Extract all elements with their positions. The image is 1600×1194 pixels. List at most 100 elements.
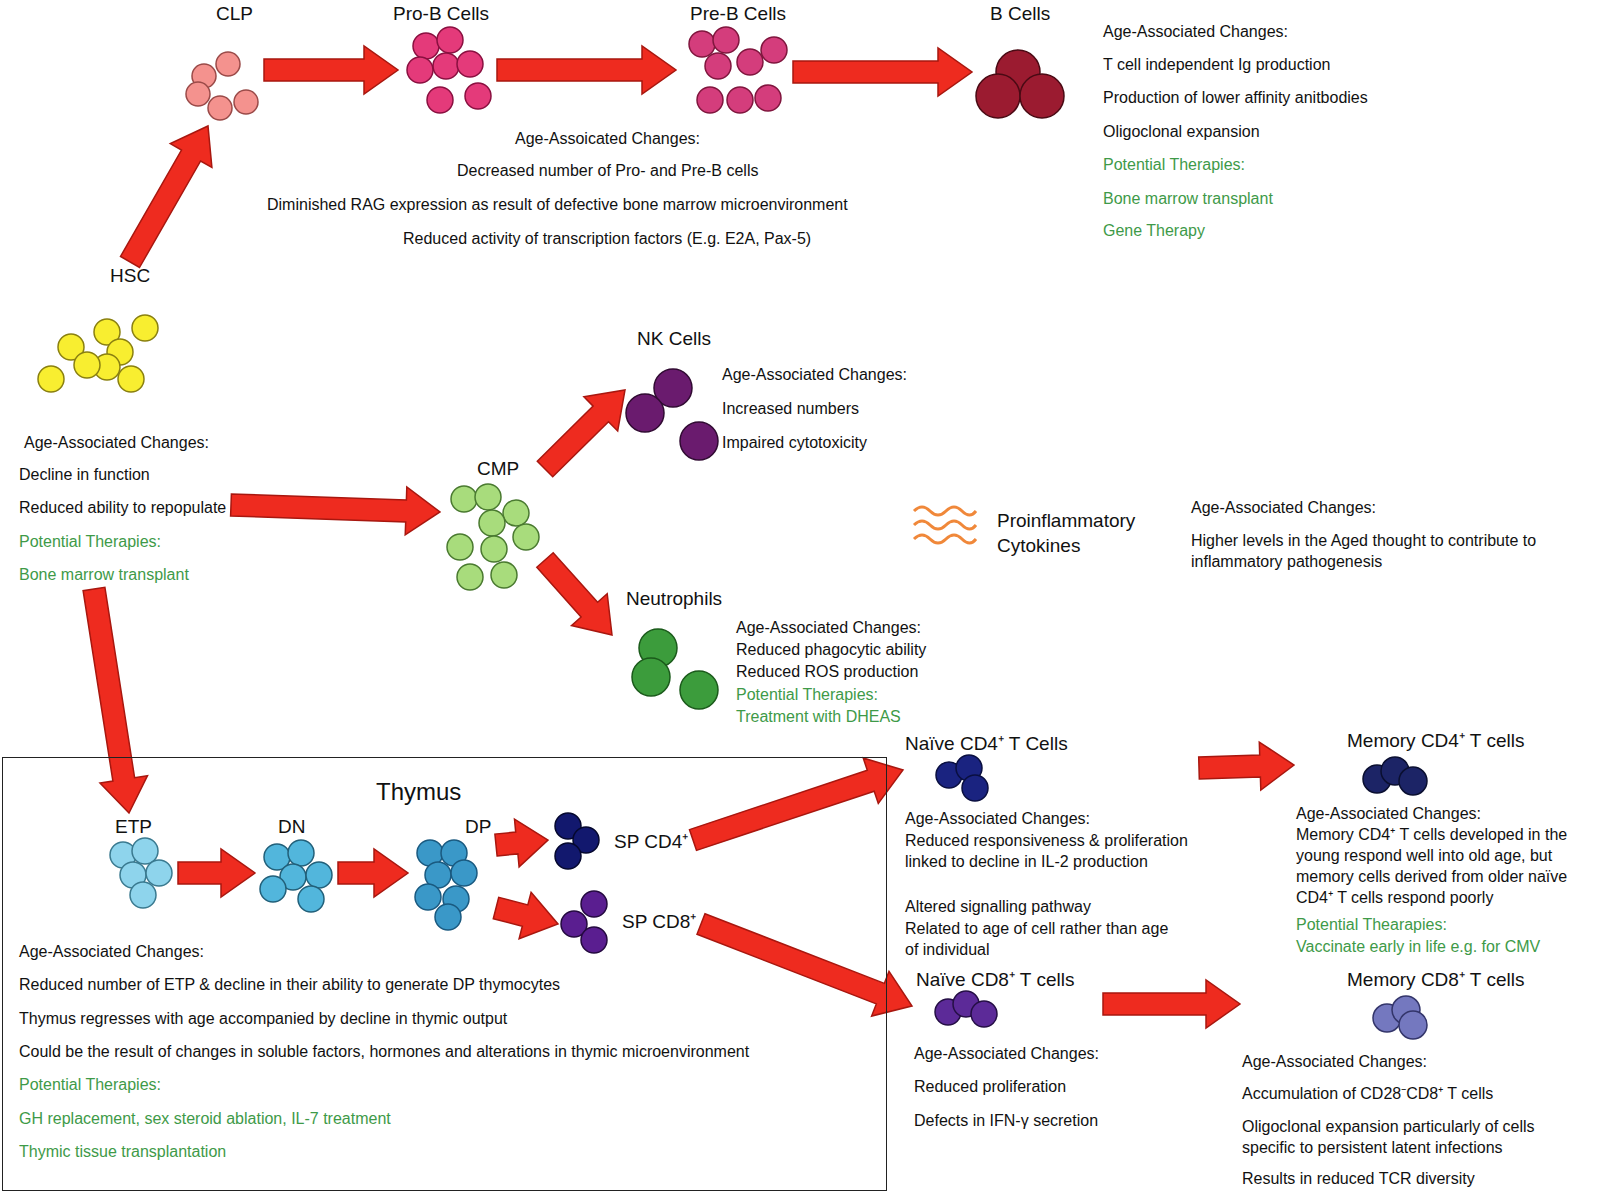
- cell: [130, 882, 156, 908]
- annotation-text: Age-Associated Changes:: [19, 941, 204, 962]
- annotation-text: Defects in IFN-γ secretion: [914, 1110, 1098, 1131]
- cytokine-wave: [914, 507, 976, 515]
- block-arrow: [697, 914, 912, 1016]
- annotation-text: Memory CD4⁺ T cells developed in the you…: [1296, 824, 1586, 908]
- cell: [288, 840, 314, 866]
- node-title: Neutrophils: [626, 587, 722, 611]
- annotation-text: Reduced responsiveness & proliferation l…: [905, 830, 1195, 872]
- cell-group: Pro-B Cells: [398, 0, 497, 119]
- cell: [146, 860, 172, 886]
- block-arrow: [537, 553, 612, 635]
- annotation-text: T cell independent Ig production: [1103, 54, 1330, 75]
- cell: [415, 884, 441, 910]
- annotation-text: Potential Thearapies:: [1296, 914, 1447, 935]
- cell: [761, 37, 787, 63]
- cell: [689, 31, 715, 57]
- cytokine-wave: [914, 521, 976, 529]
- annotation-text: Bone marrow transplant: [19, 564, 189, 585]
- cell: [407, 57, 433, 83]
- cell: [306, 862, 332, 888]
- organ-box: ThymusAge-Associated Changes:Reduced num…: [2, 757, 887, 1191]
- cell-cluster: [548, 810, 601, 871]
- annotation-text: Reduced ability to repopulate: [19, 497, 226, 518]
- node-title: SP CD4⁺: [614, 830, 688, 854]
- node-title: CLP: [216, 2, 253, 26]
- cell: [491, 562, 517, 588]
- annotation-text: Reduced proliferation: [914, 1076, 1066, 1097]
- cytokine-icon: [914, 507, 976, 543]
- cell: [727, 87, 753, 113]
- block-arrow: [1103, 980, 1240, 1028]
- annotation-text: Reduced number of ETP & decline in their…: [19, 974, 560, 995]
- cell-group: Naïve CD8⁺ T cellsAge-Associated Changes…: [912, 966, 1103, 1135]
- cell: [186, 82, 210, 106]
- cell: [755, 85, 781, 111]
- cell: [457, 564, 483, 590]
- annotation-text: Altered signalling pathway: [905, 896, 1091, 917]
- annotation-text: Treatment with DHEAS: [736, 706, 901, 727]
- block-arrow: [793, 48, 972, 96]
- annotation-text: Accumulation of CD28⁻CD8⁺ T cells: [1242, 1083, 1493, 1104]
- block-arrow: [264, 46, 398, 94]
- cell-group: CLP: [178, 0, 264, 126]
- cell-group: CMP: [440, 455, 545, 596]
- node-title: DP: [465, 815, 491, 839]
- block-arrow: [83, 587, 147, 813]
- cell-group: Naïve CD4⁺ T CellsAge-Associated Changes…: [903, 730, 1199, 964]
- annotation-text: Impaired cytotoxicity: [722, 432, 867, 453]
- cell: [555, 843, 581, 869]
- cell: [737, 49, 763, 75]
- annotation-text: Thymus regresses with age accompanied by…: [19, 1008, 507, 1029]
- block-arrow: [231, 487, 440, 535]
- cell: [581, 927, 607, 953]
- cell: [1399, 767, 1427, 795]
- node-title: DN: [278, 815, 305, 839]
- annotation-text: Diminished RAG expression as result of d…: [267, 194, 848, 215]
- cell: [132, 838, 158, 864]
- block-arrow: [1199, 742, 1294, 790]
- node-title: HSC: [110, 264, 150, 288]
- block-arrow: [497, 46, 676, 94]
- node-title: SP CD8⁺: [622, 910, 696, 934]
- cell: [437, 27, 463, 53]
- cell: [433, 53, 459, 79]
- node-title: Memory CD8⁺ T cells: [1347, 968, 1524, 992]
- cell: [1020, 74, 1064, 118]
- cell-group: Pre-B Cells: [676, 0, 793, 119]
- block-arrow: [121, 126, 212, 268]
- annotation-text: Production of lower affinity anitbodies: [1103, 87, 1368, 108]
- cell: [632, 658, 670, 696]
- cell: [680, 671, 718, 709]
- cell: [705, 53, 731, 79]
- cell: [234, 90, 258, 114]
- annotation-text: Age-Associated Changes:: [905, 808, 1090, 829]
- cell: [962, 775, 988, 801]
- cell: [216, 52, 240, 76]
- cell: [427, 87, 453, 113]
- cell: [1399, 1011, 1427, 1039]
- annotation-text: Reduced activity of transcription factor…: [403, 228, 811, 249]
- cell-group: DN: [255, 813, 338, 918]
- cell-cluster: [558, 890, 609, 955]
- block-arrow: [178, 849, 255, 897]
- cell: [451, 486, 477, 512]
- cell: [260, 876, 286, 902]
- cell: [465, 83, 491, 109]
- annotation-text: Age-Assoicated Changes:: [515, 128, 700, 149]
- cell: [208, 96, 232, 120]
- cell-group: NeutrophilsAge-Associated Changes:Reduce…: [612, 585, 931, 731]
- annotation-text: Higher levels in the Aged thought to con…: [1191, 530, 1586, 572]
- node-title: B Cells: [990, 2, 1050, 26]
- annotation-text: Age-Associated Changes:: [24, 432, 209, 453]
- annotation-text: Decreased number of Pro- and Pre-B cells: [457, 160, 758, 181]
- node-title: Pre-B Cells: [690, 2, 786, 26]
- annotation-text: Potential Therapies:: [1103, 154, 1245, 175]
- annotation-text: Increased numbers: [722, 398, 859, 419]
- cell: [976, 74, 1020, 118]
- cell: [581, 891, 607, 917]
- cell: [132, 315, 158, 341]
- cell: [118, 366, 144, 392]
- cell: [971, 1001, 997, 1027]
- cell: [503, 500, 529, 526]
